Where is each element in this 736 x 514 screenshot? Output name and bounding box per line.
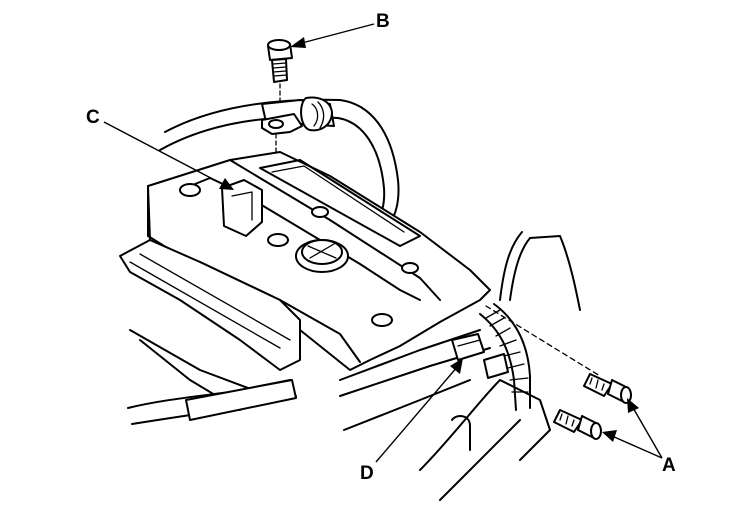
callout-label-b: B	[376, 11, 390, 32]
wire-harness	[479, 303, 531, 411]
callout-a-leader	[602, 398, 663, 459]
callout-label-a: A	[662, 455, 676, 476]
bolt-b-icon	[267, 39, 293, 105]
bolt-a-guide-line	[485, 305, 601, 377]
callout-label-d: D	[360, 463, 374, 484]
callout-b-leader	[290, 23, 375, 48]
callout-c-leader	[103, 121, 234, 190]
upper-hose	[159, 98, 400, 227]
callout-d-leader	[375, 358, 463, 463]
connector-d	[451, 333, 509, 379]
bolt-a-lower-icon	[553, 409, 602, 440]
hose-bracket	[261, 113, 303, 161]
bolt-a-upper-icon	[583, 373, 632, 404]
callout-label-c: C	[86, 107, 100, 128]
lower-hoses	[127, 329, 297, 425]
coil-rail	[119, 239, 301, 371]
bracket-c	[221, 179, 263, 237]
